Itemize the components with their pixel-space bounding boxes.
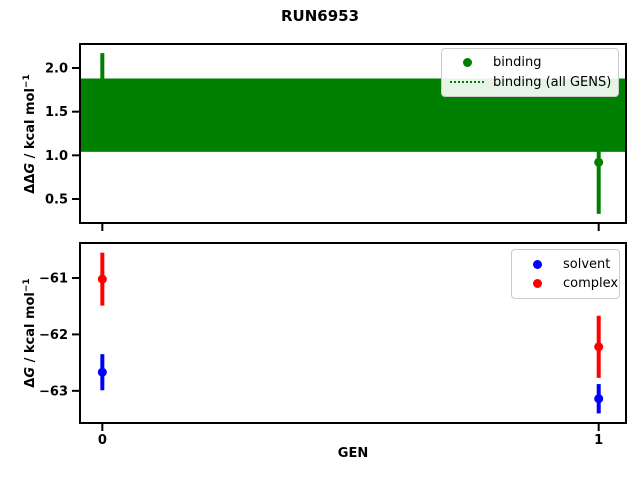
legend-row-binding-all-gens: binding (all GENS) xyxy=(448,75,612,90)
x-axis-label: GEN xyxy=(337,446,369,461)
legend-marker-area xyxy=(448,81,486,84)
binding-data-point xyxy=(594,157,604,167)
legend-marker-area xyxy=(518,259,556,269)
y-tick-label: −63 xyxy=(39,384,68,399)
y-tick-label: −61 xyxy=(39,271,68,286)
legend-marker-area xyxy=(518,279,556,289)
legend-marker-area xyxy=(448,58,486,68)
superscript: −1 xyxy=(21,278,32,293)
y-tick-label: −62 xyxy=(39,328,68,343)
legend-label: complex xyxy=(563,276,619,292)
solvent-marker-icon xyxy=(532,259,542,269)
solvent-data-point xyxy=(97,367,107,377)
y-tick-label: 2.0 xyxy=(45,62,68,77)
legend-row-solvent: solvent xyxy=(518,257,613,272)
delta-symbol: ΔΔ xyxy=(23,173,39,194)
y-tick-label: 1.5 xyxy=(45,105,68,120)
binding-data-point xyxy=(97,96,107,106)
math-variable: G xyxy=(23,162,39,174)
legend-binding: binding binding (all GENS) xyxy=(441,48,619,97)
legend-dg: solvent complex xyxy=(511,249,620,299)
complex-data-point xyxy=(97,274,107,284)
legend-row-binding: binding xyxy=(448,55,612,70)
legend-label: binding (all GENS) xyxy=(493,74,612,90)
math-variable: G xyxy=(23,366,39,378)
delta-symbol: Δ xyxy=(23,377,39,388)
x-tick-label: 0 xyxy=(98,433,107,448)
axes-spines xyxy=(79,43,627,224)
units-text: / kcal mol xyxy=(23,88,39,163)
axes-spines xyxy=(79,242,627,424)
dotted-line-icon xyxy=(450,81,484,84)
legend-label: solvent xyxy=(563,256,611,272)
y-axis-label-ddg: ΔΔG / kcal mol−1 xyxy=(22,74,38,193)
y-tick-label: 1.0 xyxy=(45,149,68,164)
x-tick-label: 1 xyxy=(594,433,603,448)
complex-data-point xyxy=(594,342,604,352)
y-axis-label-dg: ΔG / kcal mol−1 xyxy=(22,278,38,387)
complex-marker-icon xyxy=(532,279,542,289)
legend-row-complex: complex xyxy=(518,276,618,291)
figure-title: RUN6953 xyxy=(280,7,360,25)
units-text: / kcal mol xyxy=(23,292,39,367)
binding-marker-icon xyxy=(462,58,472,68)
superscript: −1 xyxy=(21,74,32,89)
y-tick-label: 0.5 xyxy=(45,192,68,207)
legend-label: binding xyxy=(493,55,542,71)
solvent-data-point xyxy=(594,394,604,404)
